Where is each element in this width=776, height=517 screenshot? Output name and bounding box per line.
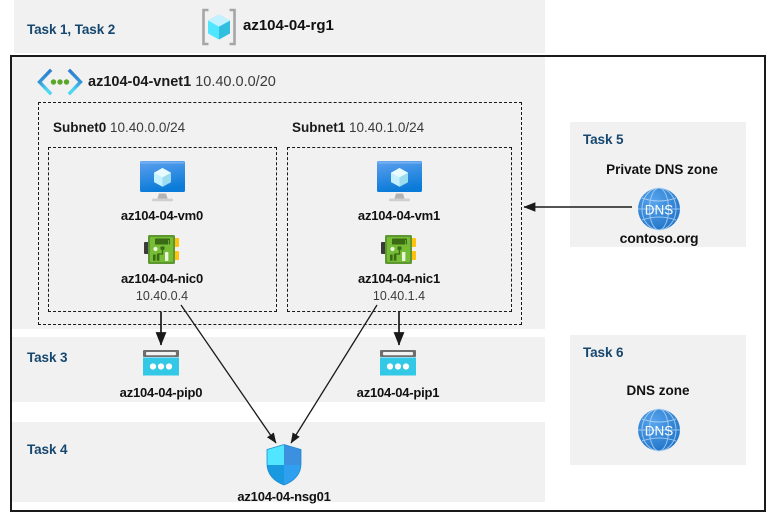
public-ip-panel <box>12 337 545 402</box>
subnet0-cidr: 10.40.0.0/24 <box>110 120 186 135</box>
task-label-4: Task 4 <box>27 442 68 457</box>
subnet0-name: Subnet0 <box>53 120 107 135</box>
subnet1-boundary <box>287 147 512 312</box>
virtual-machine-icon <box>374 160 425 202</box>
pip1-label: az104-04-pip1 <box>356 385 440 400</box>
vnet-name: az104-04-vnet1 <box>88 74 192 90</box>
pip0-label: az104-04-pip0 <box>119 385 203 400</box>
dns-icon-text: DNS <box>645 203 674 218</box>
task-label-5: Task 5 <box>583 132 624 147</box>
private-dns-zone-name: contoso.org <box>619 230 699 246</box>
resource-group-header-band <box>14 0 545 53</box>
nic0-ip: 10.40.0.4 <box>135 289 189 303</box>
dns-zone-icon: DNS <box>634 405 684 455</box>
task-label-3: Task 3 <box>27 350 68 365</box>
task-label-6: Task 6 <box>583 345 624 360</box>
nic1-ip: 10.40.1.4 <box>372 289 426 303</box>
private-dns-zone-heading: Private DNS zone <box>606 162 718 177</box>
dns-zone-icon: DNS <box>634 184 684 234</box>
subnet0-title: Subnet0 10.40.0.0/24 <box>53 120 185 135</box>
dns-zone-heading: DNS zone <box>626 383 690 398</box>
vnet-boundary <box>38 102 522 325</box>
nsg-label: az104-04-nsg01 <box>237 489 331 504</box>
dns-icon-text: DNS <box>645 424 674 439</box>
virtual-network-icon <box>36 68 84 96</box>
nic0-label: az104-04-nic0 <box>121 271 203 286</box>
vnet-cidr: 10.40.0.0/20 <box>195 74 276 90</box>
nic1-label: az104-04-nic1 <box>358 271 440 286</box>
network-security-group-icon <box>264 443 304 487</box>
virtual-machine-icon <box>137 160 188 202</box>
resource-group-name: az104-04-rg1 <box>243 17 334 34</box>
vnet-title: az104-04-vnet1 10.40.0.0/20 <box>88 74 276 90</box>
subnet1-name: Subnet1 <box>292 120 346 135</box>
task-label-1-2: Task 1, Task 2 <box>27 22 116 37</box>
subnet1-title: Subnet1 10.40.1.0/24 <box>292 120 424 135</box>
vm0-label: az104-04-vm0 <box>120 208 204 223</box>
public-ip-address-icon <box>376 348 420 382</box>
subnet1-cidr: 10.40.1.0/24 <box>349 120 425 135</box>
public-ip-address-icon <box>139 348 183 382</box>
network-interface-icon <box>379 233 421 269</box>
vm1-label: az104-04-vm1 <box>357 208 441 223</box>
network-interface-icon <box>142 233 184 269</box>
resource-group-icon <box>199 7 239 47</box>
subnet0-boundary <box>48 147 277 312</box>
